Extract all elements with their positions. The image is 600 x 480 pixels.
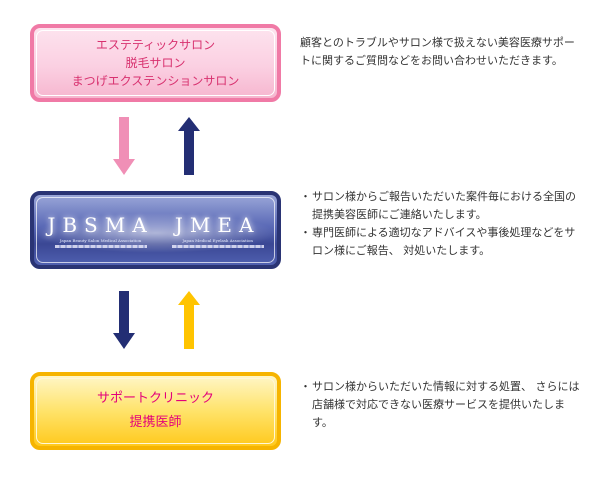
salon-line-esthetic: エステティックサロン bbox=[95, 38, 216, 52]
jbsma-logo: JBSMA Japan Beauty Salon Medical Associa… bbox=[47, 213, 153, 248]
description-salon-text: 顧客とのトラブルやサロン様で扱えない美容医療サポートに関するご質問などをお問い合… bbox=[300, 36, 575, 67]
association-logos: JBSMA Japan Beauty Salon Medical Associa… bbox=[47, 212, 264, 248]
salon-line-eyelash: まつげエクステンションサロン bbox=[71, 74, 240, 88]
jmea-logo: JMEA Japan Medical Eyelash Association bbox=[171, 212, 264, 248]
up-arrow-yellow bbox=[178, 291, 200, 349]
description-association-bullet-1: ・ サロン様からご報告いただいた案件毎における全国の提携美容医師にご連絡いたしま… bbox=[300, 188, 582, 224]
jbsma-logo-subtitle: Japan Beauty Salon Medical Association bbox=[59, 237, 142, 243]
bullet-mark: ・ bbox=[300, 190, 311, 203]
description-association-bullet-2: ・ 専門医師による適切なアドバイスや事後処理などをサロン様にご報告、 対処いたし… bbox=[300, 224, 582, 260]
description-clinic-bullet: ・ サロン様からいただいた情報に対する処置、 さらには店舗様で対応できない医療サ… bbox=[300, 378, 582, 432]
down-arrow-pink bbox=[113, 117, 135, 175]
salon-line-hair-removal: 脱毛サロン bbox=[125, 56, 186, 70]
clinic-line-support-clinic: サポートクリニック bbox=[96, 391, 214, 406]
description-salon: 顧客とのトラブルやサロン様で扱えない美容医療サポートに関するご質問などをお問い合… bbox=[300, 34, 582, 70]
jbsma-logo-mark: JBSMA bbox=[47, 212, 154, 237]
description-clinic-text: サロン様からいただいた情報に対する処置、 さらには店舗様で対応できない医療サービ… bbox=[312, 380, 580, 429]
jmea-logo-subtitle: Japan Medical Eyelash Association bbox=[182, 237, 253, 243]
support-clinic-box: サポートクリニック 提携医師 bbox=[30, 372, 281, 450]
salon-box: エステティックサロン 脱毛サロン まつげエクステンションサロン bbox=[30, 24, 281, 102]
jmea-logo-underline bbox=[171, 244, 264, 248]
bullet-mark: ・ bbox=[300, 380, 311, 393]
clinic-line-partner-doctor: 提携医師 bbox=[129, 415, 182, 430]
description-association-text-1: サロン様からご報告いただいた案件毎における全国の提携美容医師にご連絡いたします。 bbox=[312, 190, 576, 221]
up-arrow-navy bbox=[178, 117, 200, 175]
jmea-logo-mark: JMEA bbox=[174, 212, 261, 237]
down-arrow-navy bbox=[113, 291, 135, 349]
jbsma-logo-underline bbox=[54, 244, 147, 248]
description-association-text-2: 専門医師による適切なアドバイスや事後処理などをサロン様にご報告、 対処いたします… bbox=[312, 226, 576, 257]
association-box: JBSMA Japan Beauty Salon Medical Associa… bbox=[30, 191, 281, 269]
description-clinic: ・ サロン様からいただいた情報に対する処置、 さらには店舗様で対応できない医療サ… bbox=[300, 378, 582, 432]
bullet-mark: ・ bbox=[300, 226, 311, 239]
description-association: ・ サロン様からご報告いただいた案件毎における全国の提携美容医師にご連絡いたしま… bbox=[300, 188, 582, 260]
